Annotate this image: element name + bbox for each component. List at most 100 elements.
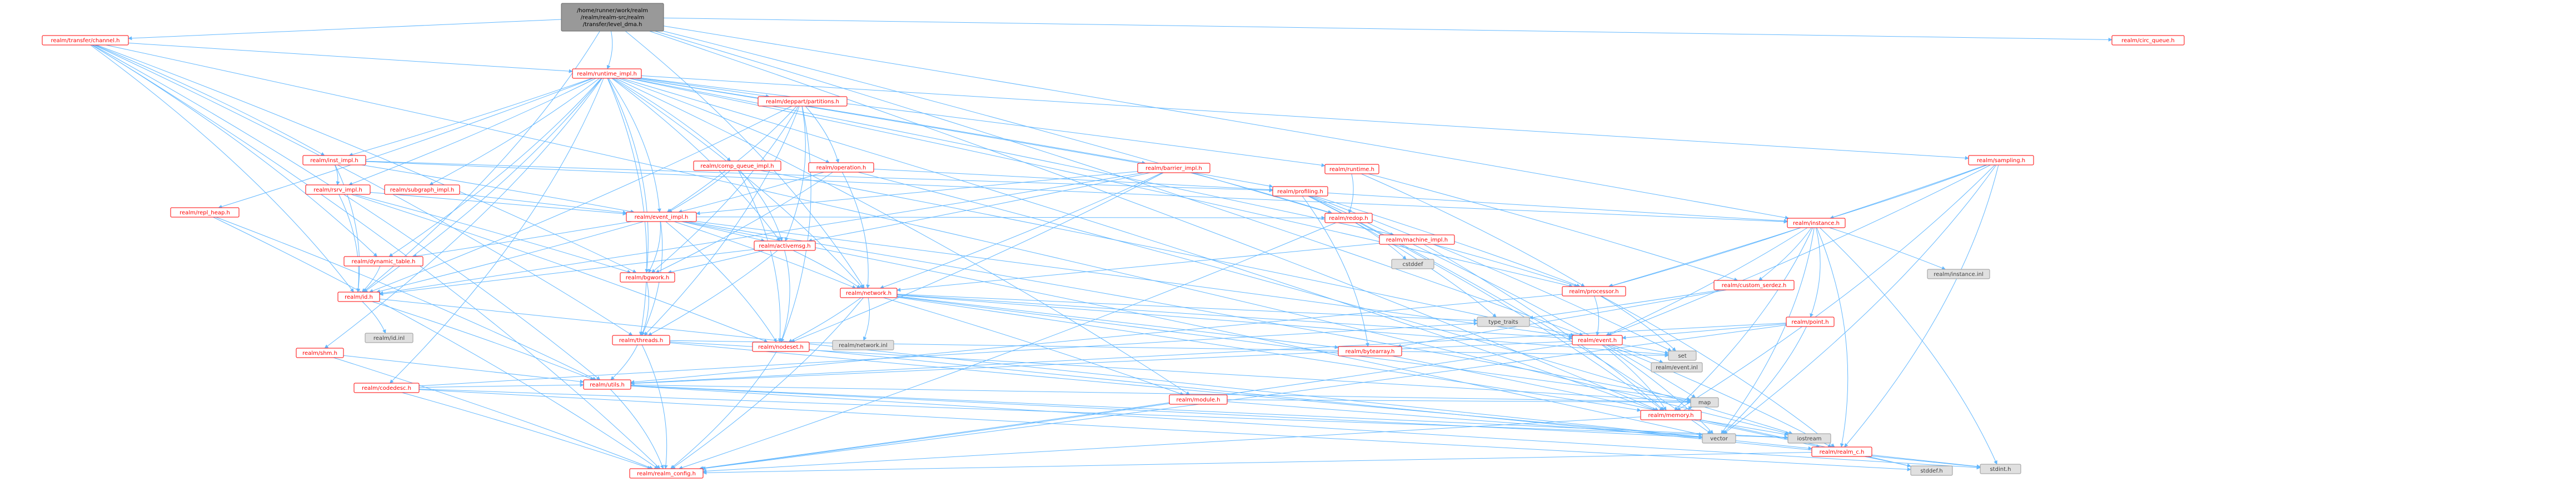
node-utils[interactable]: realm/utils.h [583,379,631,390]
edge-inst_impl-to-rsrv_impl [335,164,340,185]
edge-runtime_impl-to-memory [621,78,1657,411]
edge-operation-to-event_impl [678,172,824,213]
node-dynamic-table[interactable]: realm/dynamic_table.h [343,256,423,267]
node-box [1910,465,1953,476]
node-subgraph-impl[interactable]: realm/subgraph_impl.h [384,184,460,195]
node-realm-config[interactable]: realm/realm_config.h [629,468,704,479]
edge-root-to-network [625,31,865,289]
node-instance[interactable]: realm/instance.h [1787,218,1846,228]
node-inst-impl[interactable]: realm/inst_impl.h [302,155,366,165]
edge-memory-to-iostream [1698,419,1788,436]
node-label: realm/deppart/partitions.h [766,99,839,105]
node-box [561,3,664,32]
edge-network-to-event [896,294,1573,340]
node-label: realm/processor.h [1569,289,1618,295]
node-box [42,35,129,46]
node-bgwork[interactable]: realm/bgwork.h [620,272,675,283]
node-threads[interactable]: realm/threads.h [612,335,670,345]
node-shm[interactable]: realm/shm.h [296,348,344,358]
edge-custom_serdez-to-type_traits [1529,289,1722,320]
edge-runtime_impl-to-threads [607,78,647,336]
node-profiling[interactable]: realm/profiling.h [1272,186,1328,197]
edge-event_impl-to-event [696,221,1573,339]
node-label: realm/inst_impl.h [310,158,358,164]
node-comp-queue-impl[interactable]: realm/comp_queue_impl.h [693,160,781,171]
node-nodeset[interactable]: realm/nodeset.h [752,342,810,352]
edge-event_impl-to-network [674,221,856,289]
node-machine-impl[interactable]: realm/machine_impl.h [1379,234,1455,245]
node-codedesc[interactable]: realm/codedesc.h [353,383,420,393]
node-redop[interactable]: realm/redop.h [1324,213,1373,223]
edge-profiling-to-instance [1327,193,1788,223]
node-network[interactable]: realm/network.h [840,288,898,298]
node-memory[interactable]: realm/memory.h [1640,410,1702,420]
edge-runtime_impl-to-network [612,78,864,289]
node-realm-c[interactable]: realm/realm_c.h [1811,446,1872,457]
node-box [583,379,631,390]
edge-root-to-redop [663,31,1332,214]
node-id[interactable]: realm/id.h [337,292,380,302]
node-transfer-channel[interactable]: realm/transfer/channel.h [42,35,129,46]
edge-barrier_impl-to-activemsg [808,172,1150,243]
node-box [1379,234,1455,245]
edge-event-to-realm_c [1607,344,1832,448]
node-box [1391,259,1434,269]
node-box [1787,218,1846,228]
edge-deppart-to-operation [805,106,840,163]
node-custom-serdez[interactable]: realm/custom_serdez.h [1713,280,1795,290]
edge-root-to-runtime_impl [606,31,613,69]
node-label: stddef.h [1920,468,1942,474]
node-operation[interactable]: realm/operation.h [808,162,874,173]
node-runtime-impl[interactable]: realm/runtime_impl.h [572,68,642,79]
edge-barrier_impl-to-nodeset [791,172,1164,343]
node-box [1572,335,1623,345]
node-label: realm/codedesc.h [362,385,411,391]
edge-event-to-memory [1601,344,1667,411]
node-label: realm/bgwork.h [626,275,669,281]
edge-point-to-event [1622,323,1787,340]
edge-threads-to-vector [669,342,1703,439]
edge-runtime_impl-to-bgwork [607,78,649,273]
node-label: realm/barrier_impl.h [1145,165,1202,172]
node-event-impl[interactable]: realm/event_impl.h [626,212,697,222]
edge-processor-to-event [1594,295,1600,336]
edge-point-to-realm_config [701,324,1787,470]
node-box [620,272,675,283]
edge-profiling-to-memory [1308,195,1663,411]
node-label: realm/redop.h [1329,215,1368,222]
edge-codedesc-to-type_traits [418,322,1478,386]
node-processor[interactable]: realm/processor.h [1562,286,1626,297]
node-barrier-impl[interactable]: realm/barrier_impl.h [1137,163,1210,173]
node-label: realm/memory.h [1648,413,1694,419]
node-runtime[interactable]: realm/runtime.h [1324,164,1379,174]
node-root[interactable]: /home/runner/work/realm/realm/realm-src/… [561,3,664,32]
node-label: realm/instance.inl [1934,272,1984,278]
node-box [1713,280,1795,290]
node-deppart[interactable]: realm/deppart/partitions.h [758,96,848,107]
node-activemsg[interactable]: realm/activemsg.h [754,240,816,251]
node-point[interactable]: realm/point.h [1786,317,1835,327]
edge-deppart-to-activemsg [785,106,806,242]
edge-runtime_impl-to-activemsg [611,78,780,242]
edge-event_impl-to-vector [684,221,1703,436]
edge-runtime_impl-to-dynamic_table [388,78,602,257]
node-label: realm/comp_queue_impl.h [700,163,774,169]
node-event[interactable]: realm/event.h [1572,335,1623,345]
node-sampling[interactable]: realm/sampling.h [1968,155,2034,165]
node-box [1338,346,1402,357]
node-repl-heap[interactable]: realm/repl_heap.h [170,207,240,218]
node-module[interactable]: realm/module.h [1169,394,1228,405]
node-rsrv-impl[interactable]: realm/rsrv_impl.h [305,184,371,195]
edge-root-to-id [362,31,600,293]
node-bytearray[interactable]: realm/bytearray.h [1338,346,1402,357]
node-circ-queue[interactable]: realm/circ_queue.h [2111,35,2185,46]
node-box [626,212,697,222]
edge-operation-to-bgwork [655,172,833,273]
node-box [1324,164,1379,174]
edge-runtime_impl-to-module [615,78,1190,395]
edge-deppart-to-id [369,106,792,293]
edge-event-to-vector [1603,344,1713,434]
node-box [693,160,781,171]
node-label: set [1678,353,1686,359]
